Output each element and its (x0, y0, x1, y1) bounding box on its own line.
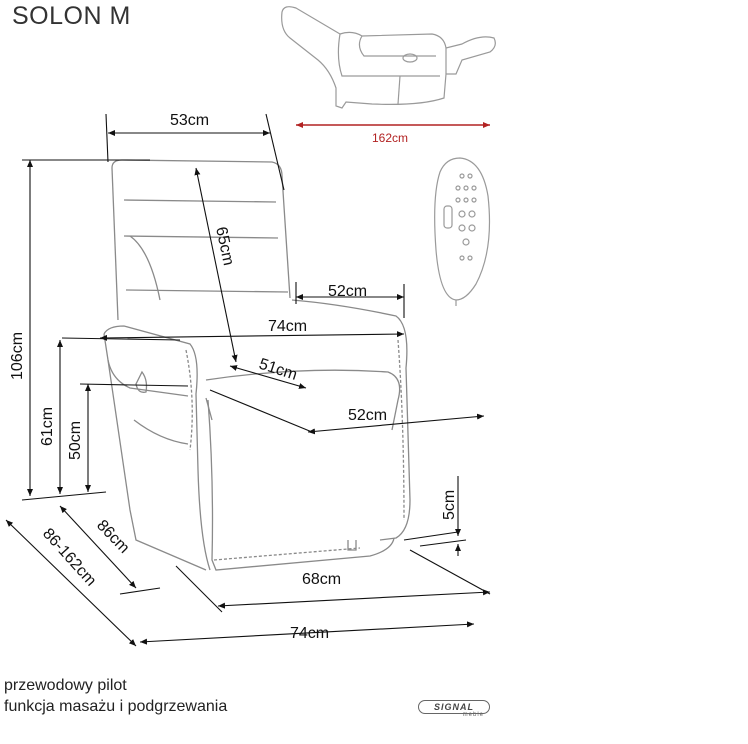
label-bottom-width: 74cm (290, 625, 329, 642)
logo-sub: meble (462, 712, 484, 718)
label-seat-back-width: 53cm (170, 112, 209, 129)
remote-control-sketch (434, 157, 491, 306)
note-massage-heating: funkcja masażu i podgrzewania (4, 698, 228, 715)
label-back-height: 65cm (212, 225, 237, 267)
product-title: SOLON M (12, 2, 131, 30)
label-total-height: 106cm (9, 332, 26, 380)
dimension-lines (5, 113, 491, 647)
label-recline-length: 162cm (372, 131, 408, 145)
label-total-width: 74cm (268, 318, 307, 335)
label-seat-depth-top: 52cm (328, 283, 367, 300)
logo-brand: SIGNAL (418, 700, 490, 714)
label-depth: 86cm (93, 517, 132, 557)
chair-sketch (103, 159, 411, 571)
note-wired-remote: przewodowy pilot (4, 677, 127, 694)
label-arm-height: 61cm (39, 407, 56, 446)
label-seat-height: 50cm (67, 421, 84, 460)
label-ground-clearance: 5cm (441, 490, 458, 520)
label-base-width: 68cm (302, 571, 341, 588)
signal-logo: SIGNAL meble (418, 700, 490, 720)
label-depth-range: 86-162cm (39, 525, 99, 589)
reclined-chair-sketch (281, 6, 496, 109)
label-seat-depth: 52cm (348, 407, 387, 424)
dimension-labels: 162cm 53cm 65cm 52cm 74cm 51cm 52cm 106c… (9, 112, 458, 642)
